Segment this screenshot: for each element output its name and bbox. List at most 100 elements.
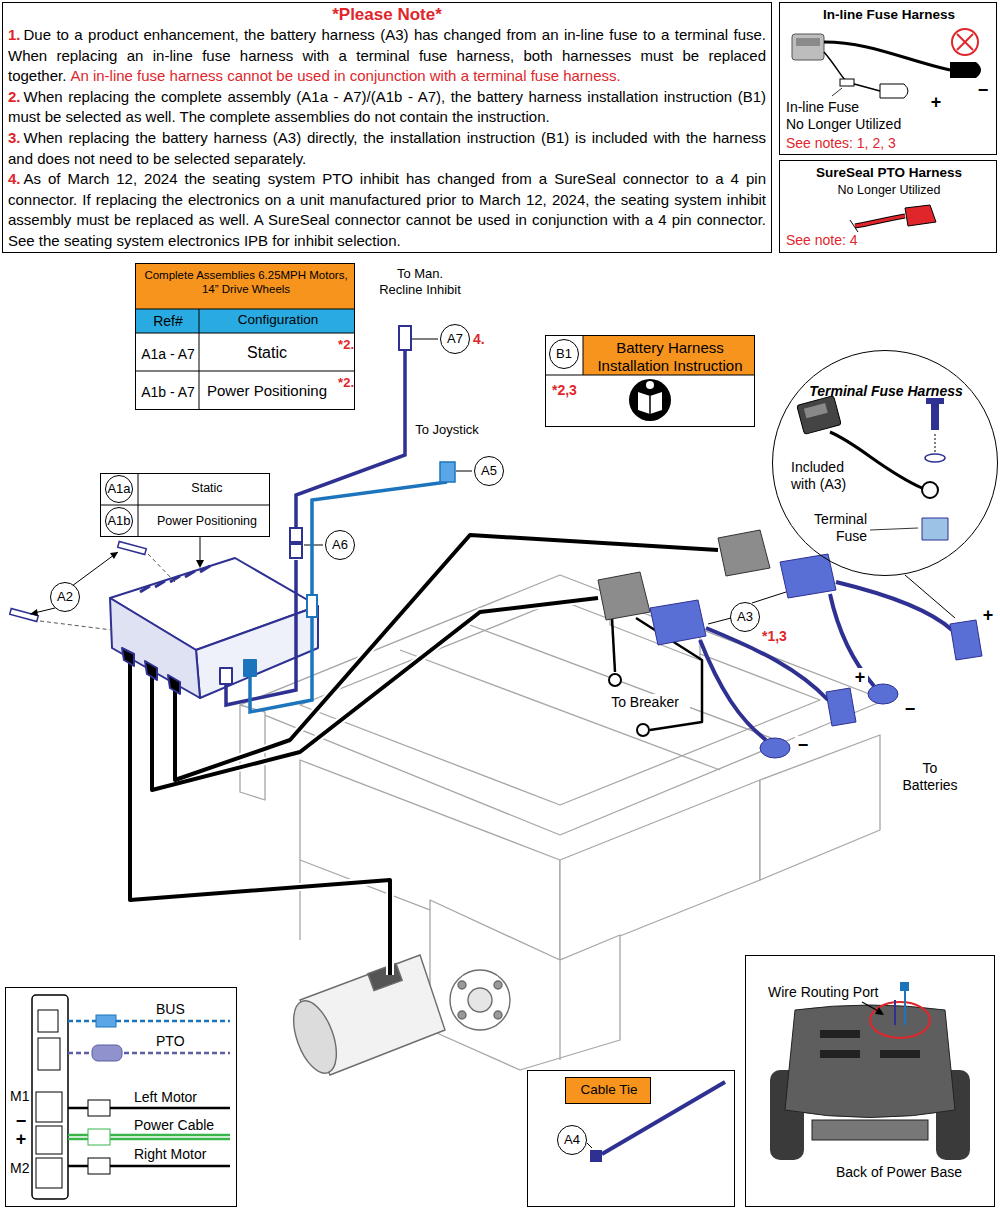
chassis-frame bbox=[400, 650, 720, 770]
assembly-leader bbox=[196, 537, 204, 568]
a1-box-lines bbox=[100, 505, 270, 506]
mounting-screw bbox=[30, 609, 38, 616]
instruction-box: Battery Harness Installation Instruction… bbox=[545, 335, 755, 427]
inline-fuse-harness bbox=[952, 29, 978, 55]
part-label: To Man. Recline Inhibit bbox=[379, 266, 461, 297]
controller bbox=[140, 566, 210, 592]
legacy-part-box: SureSeal PTO HarnessNo Longer UtilizedSe… bbox=[779, 160, 997, 253]
drive-motor bbox=[368, 963, 402, 990]
controller bbox=[244, 660, 256, 676]
controller bbox=[155, 581, 165, 587]
table-cell: Complete Assemblies 6.25MPH Motors, 14” … bbox=[136, 269, 356, 297]
connector-detail bbox=[36, 1092, 62, 1122]
callout-number: B1 bbox=[550, 340, 578, 368]
instruction-box-fill bbox=[545, 375, 755, 376]
inline-fuse-harness bbox=[832, 88, 842, 96]
table-cell: Ref# bbox=[136, 313, 200, 330]
note-box: *Please Note*1.Due to a product enhancem… bbox=[2, 2, 772, 253]
label-text: Right Motor bbox=[134, 1146, 234, 1163]
table-cell: A1b - A7 bbox=[136, 384, 200, 401]
assembly-table: Complete Assemblies 6.25MPH Motors, 14” … bbox=[135, 263, 355, 410]
battery-harness bbox=[708, 618, 731, 624]
black-power-wire bbox=[637, 724, 649, 736]
a1-box-lines bbox=[100, 473, 270, 537]
label-text: BUS bbox=[156, 1001, 236, 1018]
note-text: When replacing the battery harness (A3) … bbox=[8, 129, 766, 167]
power-base-rear bbox=[812, 1120, 928, 1140]
assembly-leader bbox=[196, 560, 204, 568]
callout-number: A3 bbox=[730, 602, 760, 632]
label-text: M1 bbox=[10, 1088, 32, 1105]
sureseal-connector bbox=[850, 205, 936, 232]
inline-fuse-harness bbox=[880, 84, 908, 98]
note-number: 2. bbox=[8, 88, 21, 105]
mounting-screw bbox=[40, 621, 112, 630]
table-fill bbox=[135, 309, 355, 310]
power-base-rear bbox=[820, 1030, 860, 1038]
power-base-rear bbox=[904, 990, 906, 1025]
seating-inhibit-harness bbox=[226, 560, 296, 705]
connector-detail bbox=[88, 1100, 110, 1116]
callout-number: A1b bbox=[105, 507, 133, 535]
drive-motor bbox=[285, 955, 445, 1079]
callout-number: B1 bbox=[549, 339, 579, 369]
sureseal-connector bbox=[850, 220, 858, 232]
wheel-hub bbox=[494, 981, 502, 989]
note-number: 3. bbox=[8, 129, 21, 146]
note-paragraph: 3.When replacing the battery harness (A3… bbox=[8, 128, 766, 169]
seating-inhibit-harness bbox=[412, 339, 438, 340]
assembly-key-box: StaticPower PositioningA1aA1b bbox=[100, 473, 270, 537]
label-text: Back of Power Base bbox=[836, 1164, 986, 1181]
connector-detail bbox=[68, 1020, 230, 1023]
mounting-screw bbox=[148, 554, 175, 582]
controller bbox=[110, 598, 200, 698]
inline-fuse-harness bbox=[957, 34, 973, 50]
legacy-part-box: In-line Fuse Harness−+In-line FuseNo Lon… bbox=[779, 2, 997, 155]
table-cell: Static bbox=[202, 343, 332, 362]
connector-detail bbox=[38, 1038, 60, 1070]
label-text: Battery Harness Installation Instruction bbox=[586, 339, 754, 375]
connector-detail bbox=[36, 1126, 62, 1154]
note-heading: *Please Note* bbox=[8, 5, 766, 25]
joystick-harness bbox=[307, 595, 317, 617]
label-text: SureSeal PTO Harness bbox=[780, 165, 998, 181]
mounting-screw bbox=[10, 608, 39, 621]
part-label: 4. bbox=[473, 331, 493, 348]
instruction-box-fill bbox=[583, 335, 755, 375]
label-text: In-line Fuse Harness bbox=[780, 7, 998, 23]
controller bbox=[110, 558, 318, 698]
sureseal-connector bbox=[855, 216, 905, 226]
chassis-frame bbox=[559, 960, 560, 1060]
table-cell: A1a - A7 bbox=[136, 346, 200, 363]
connector-detail bbox=[38, 1010, 58, 1032]
table-fill bbox=[135, 263, 355, 410]
label-text: No Longer Utilized bbox=[786, 116, 936, 133]
table-fill bbox=[135, 309, 355, 410]
part-label: To Batteries bbox=[897, 760, 963, 794]
label-text: Power Cable bbox=[134, 1117, 234, 1134]
seating-inhibit-harness bbox=[399, 326, 411, 350]
label-text: In-line Fuse bbox=[786, 99, 896, 116]
panel-ground bbox=[745, 955, 995, 1207]
controller bbox=[140, 586, 150, 592]
joystick-harness bbox=[456, 471, 472, 472]
table-cell: Configuration bbox=[200, 312, 356, 328]
inline-fuse-harness bbox=[840, 79, 854, 86]
callout-number: A6 bbox=[325, 530, 355, 560]
connector-detail bbox=[88, 1158, 110, 1174]
label-text: Terminal Fuse Harness bbox=[801, 383, 971, 400]
connector-detail bbox=[32, 995, 68, 1199]
part-name-box: Cable Tie bbox=[565, 1077, 651, 1104]
note-text: An in-line fuse harness cannot be used i… bbox=[70, 67, 620, 84]
terminal-fuse-detail bbox=[905, 575, 955, 618]
label-text: Included with (A3) bbox=[791, 459, 863, 493]
note-number: 1. bbox=[8, 26, 21, 43]
terminal-fuse-detail bbox=[797, 396, 841, 435]
battery-harness bbox=[950, 620, 982, 660]
drive-motor bbox=[285, 995, 345, 1079]
controller bbox=[122, 648, 134, 666]
inline-fuse-harness bbox=[950, 62, 981, 78]
instruction-box-fill bbox=[545, 335, 755, 375]
label-text: − bbox=[976, 81, 990, 99]
